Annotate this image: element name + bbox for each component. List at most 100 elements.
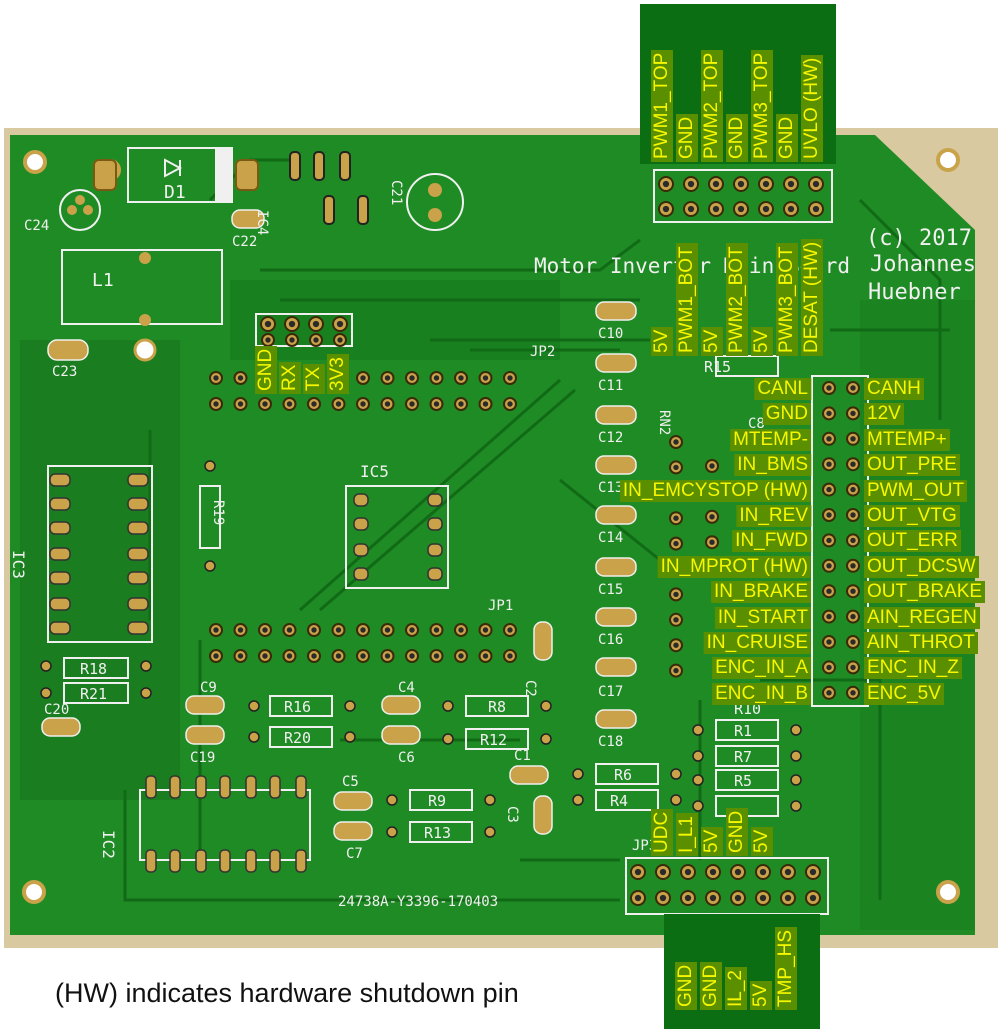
jp1-pad-hole (482, 627, 489, 633)
designator-c23: C23 (52, 364, 78, 380)
main-header-label-right: OUT_VTG (864, 505, 960, 527)
main-header-label-right: AIN_THROT (864, 632, 978, 654)
jp1-pad-hole (360, 627, 366, 633)
main-header-pin-hole (850, 537, 856, 544)
jp2-pad-hole (335, 401, 342, 407)
top-header-pins[interactable] (658, 176, 824, 217)
designator-ic5: IC5 (360, 462, 389, 481)
ic2 (139, 775, 311, 873)
rn2-pad-hole (709, 514, 715, 520)
smd-caps (41, 209, 637, 841)
jp2-pad-hole (433, 401, 440, 407)
jp2-pad-hole (458, 375, 464, 381)
top-header-pin-hole (812, 205, 820, 213)
top-header-label: PWM1_TOP (651, 49, 673, 162)
main-header-pin-hole (826, 436, 832, 442)
jp1-pad-hole (213, 627, 219, 633)
bottom-header-pin-hole (759, 894, 767, 902)
designator-c3: C3 (504, 806, 520, 823)
rn2-pad-hole (673, 515, 679, 521)
jp2-pad-hole (482, 401, 489, 407)
uart-header-pin-hole (337, 337, 343, 343)
main-header-label-right: 12V (864, 403, 904, 426)
rn2-pad-hole (673, 540, 679, 547)
ic4-pads (289, 151, 369, 225)
main-header-label-right: OUT_BRAKE (864, 581, 986, 604)
designator-jp1: JP1 (488, 598, 514, 614)
uart-header-label: TX (303, 363, 325, 394)
bottom-header-pin-hole (759, 868, 767, 876)
bottom-header-label: TMP_HS (775, 926, 797, 1010)
designator-c5: C5 (342, 774, 359, 790)
top-header-pin-hole (687, 205, 695, 213)
designator-c16: C16 (598, 632, 624, 648)
ground-pour (20, 340, 180, 800)
main-header-pin-hole (826, 512, 832, 518)
jp2-pad-hole (458, 401, 464, 407)
bottom-header-pins[interactable] (630, 864, 821, 906)
main-header-pin-hole (850, 588, 856, 594)
bottom-header-pin-hole (784, 894, 792, 902)
main-header-label-left: MTEMP- (730, 428, 811, 451)
top-header-label: PWM2_BOT (726, 243, 748, 356)
footnote: (HW) indicates hardware shutdown pin (55, 978, 519, 1008)
top-header-pin-hole (787, 180, 795, 188)
bottom-header-pin-hole (659, 894, 667, 902)
bottom-header-pin-hole (809, 894, 817, 902)
jp1-pad-hole (335, 627, 342, 633)
main-header-label-right: PWM_OUT (864, 479, 968, 502)
bottom-header-pin-hole (634, 868, 642, 876)
uart-header-pin-hole (312, 320, 320, 328)
main-header-pin-hole (850, 690, 856, 696)
uart-header-pin-hole (336, 320, 344, 328)
main-header-pin-hole (826, 410, 832, 417)
bottom-header-label: UDC (651, 808, 673, 856)
jp1-pad-hole (286, 627, 293, 633)
uart-header-pin-hole (313, 337, 319, 343)
designator-c6: C6 (398, 750, 415, 766)
main-header-pin-hole (850, 613, 856, 620)
jp1-pad-hole (433, 653, 440, 659)
main-header-label-right: OUT_DCSW (864, 555, 979, 578)
main-header-pin-hole (826, 613, 832, 620)
jp2-pad-hole (213, 375, 219, 381)
designator-r8: R8 (488, 698, 507, 716)
designator-c21: C21 (388, 180, 404, 206)
bottom-header-pin-hole (709, 868, 717, 876)
jp2-pad-hole (286, 401, 293, 407)
jp2-pad-hole (384, 375, 391, 381)
top-header-label: PWM2_TOP (701, 49, 723, 162)
uart-header-label: RX (279, 361, 301, 394)
silk-copyright: (c) 2017 (866, 226, 972, 251)
top-header-pin-hole (762, 180, 770, 188)
main-header-pin-hole (826, 639, 832, 645)
jp1-pad-hole (360, 653, 366, 659)
designator-r15: R15 (704, 358, 732, 376)
top-header-pin-hole (762, 205, 770, 213)
bottom-header-label: 5V (701, 826, 723, 856)
bottom-header-pin-hole (634, 894, 642, 902)
uart-header-pins[interactable] (260, 316, 348, 347)
jp2-pad-hole (507, 375, 513, 381)
uart-header-pin-hole (264, 320, 272, 328)
jp1-pad-hole (458, 653, 464, 659)
rn2-pad-hole (709, 463, 715, 469)
jp1-pad-hole (237, 627, 244, 633)
main-header-pin-hole (850, 385, 856, 391)
rn2-pad-hole (709, 539, 715, 545)
jp-header-pads (209, 371, 517, 663)
main-header-label-left: IN_BMS (734, 454, 811, 477)
main-header-label-left: IN_MPROT (HW) (657, 555, 811, 578)
designator-c20: C20 (44, 702, 70, 718)
designator-r13: R13 (424, 824, 452, 842)
jp1-pad-hole (237, 653, 244, 659)
silk-author-1: Johannes (870, 252, 976, 277)
designator-ic3: IC3 (9, 550, 28, 579)
jp2-pad-hole (237, 401, 244, 407)
designator-r19: R19 (210, 500, 226, 526)
designator-r5: R5 (734, 772, 753, 790)
top-header-pin-hole (812, 180, 820, 188)
main-header-pins[interactable] (822, 381, 860, 700)
jp1-pad-hole (262, 653, 268, 659)
